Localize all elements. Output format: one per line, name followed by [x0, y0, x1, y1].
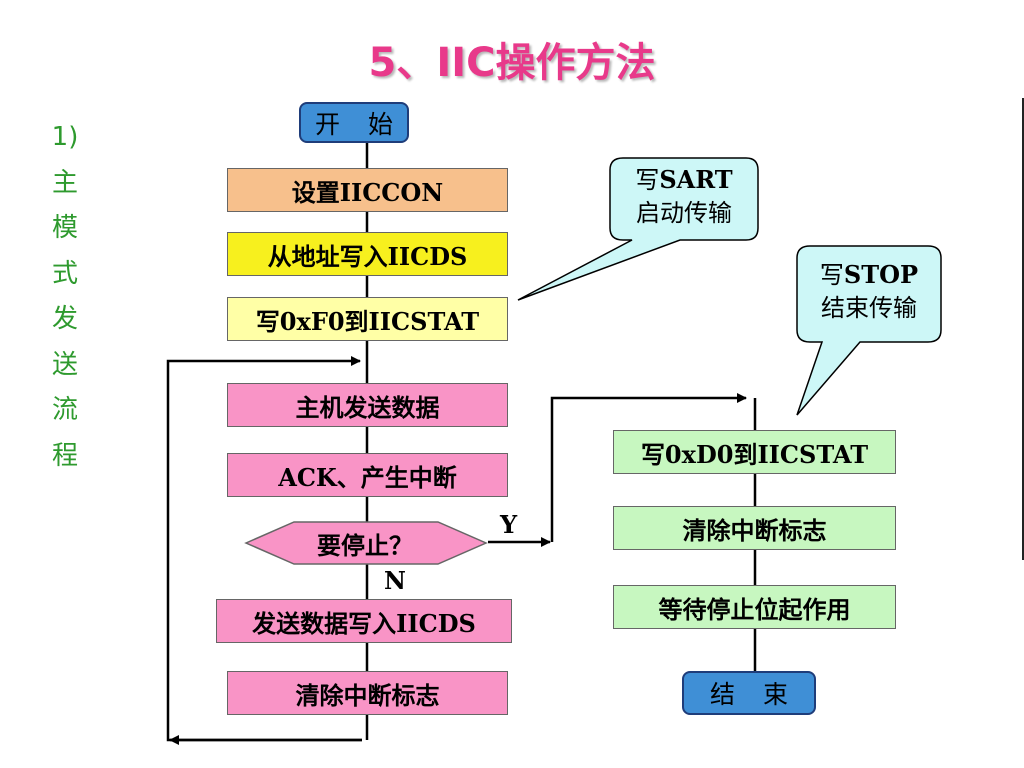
start-node: 开 始	[299, 102, 409, 143]
stop-callout-text: 写STOP 结束传输	[797, 258, 941, 325]
write-d0-step: 写0xD0到IICSTAT	[613, 430, 896, 474]
start-callout-line2: 启动传输	[636, 199, 732, 227]
start-callout-line1: 写SART	[635, 165, 733, 194]
master-send-step: 主机发送数据	[227, 383, 508, 427]
side-label-char: 发	[51, 304, 78, 334]
side-label-char: 主	[51, 167, 78, 198]
side-label-char: 送	[51, 349, 78, 380]
start-callout-bubble	[517, 157, 759, 301]
right-divider-line	[1022, 98, 1024, 560]
side-label-char: 程	[51, 440, 78, 471]
no-label: N	[384, 566, 406, 595]
stop-callout-bubble	[796, 245, 942, 416]
side-label-char: 流	[51, 395, 78, 425]
clear-flag-right-step: 清除中断标志	[613, 506, 896, 550]
slide-title: 5、IIC操作方法	[368, 40, 656, 86]
yes-branch-up-arrow	[550, 393, 747, 542]
stop-callout-line1: 写STOP	[819, 260, 919, 289]
clear-flag-left-step: 清除中断标志	[227, 671, 508, 715]
side-label-number: 1)	[51, 122, 79, 152]
start-callout-text: 写SART 启动传输	[610, 163, 758, 230]
set-iiccon-step: 设置IICCON	[227, 168, 508, 212]
send-data-step: 发送数据写入IICDS	[216, 599, 512, 643]
end-node: 结 束	[682, 671, 816, 715]
write-f0-step: 写0xF0到IICSTAT	[227, 297, 508, 341]
side-label-char: 式	[51, 258, 78, 289]
address-write-step: 从地址写入IICDS	[227, 232, 508, 276]
side-label-char: 模	[51, 213, 78, 243]
stop-decision-label: 要停止？	[317, 530, 413, 560]
yes-label: Y	[500, 510, 518, 539]
decision-diamond	[244, 521, 488, 565]
side-label: 1) 主 模 式 发 送 流 程	[48, 115, 82, 479]
stop-callout-line2: 结束传输	[821, 294, 917, 322]
ack-interrupt-step: ACK、产生中断	[227, 453, 508, 497]
wait-stop-step: 等待停止位起作用	[613, 585, 896, 629]
